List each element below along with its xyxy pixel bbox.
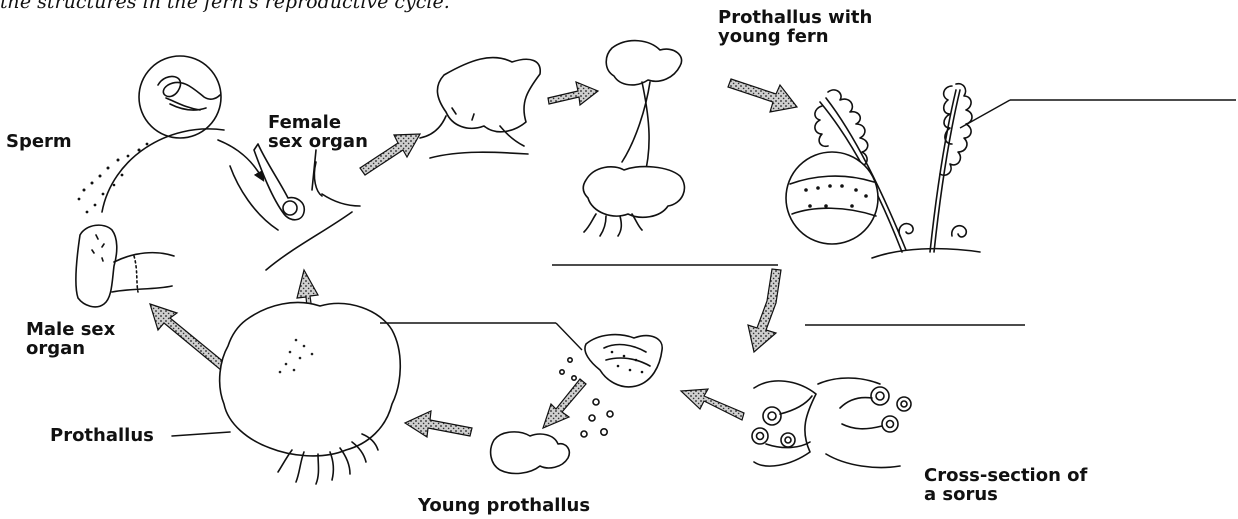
sperm-magnified-circle [139,56,221,138]
cycle-arrow-to-mature-fern [728,79,797,112]
cycle-arrow-sorus-to-spores [681,389,744,420]
blank-leader-sporangium [556,323,582,350]
label-young-prothallus: Young prothallus [418,496,590,515]
blank-leader-mature-fern [960,100,1010,128]
leader-prothallus [172,432,230,436]
cycle-arrow-to-prothallus-with-fern [548,82,598,105]
label-prothallus: Prothallus [50,426,154,445]
female-sex-organ-drawing [230,144,360,270]
prothallus-drawing [220,302,401,484]
label-cross-section-sorus: Cross-section of a sorus [924,466,1087,504]
sperm-release-arc [102,129,224,212]
label-female-sex-organ: Female sex organ [268,113,368,151]
prothallus-with-young-fern-drawing [583,41,684,236]
label-prothallus-with-young-fern: Prothallus with young fern [718,8,872,46]
cycle-arrow-young-to-prothallus [405,411,472,437]
cycle-arrow-spores-to-young-prothallus [543,379,586,428]
label-male-sex-organ: Male sex organ [26,320,115,358]
label-sperm: Sperm [6,132,72,151]
prothallus-top-drawing [420,58,540,158]
sperm-to-female-arrow [218,140,262,178]
young-prothallus-drawing [491,432,570,474]
cycle-arrow-female-to-prothallus [360,134,420,175]
sorus-cross-section-drawing [752,378,911,468]
cycle-arrow-fern-to-sorus [748,269,781,352]
mature-fern-drawing [786,84,980,258]
male-sex-organ-drawing [76,225,174,307]
